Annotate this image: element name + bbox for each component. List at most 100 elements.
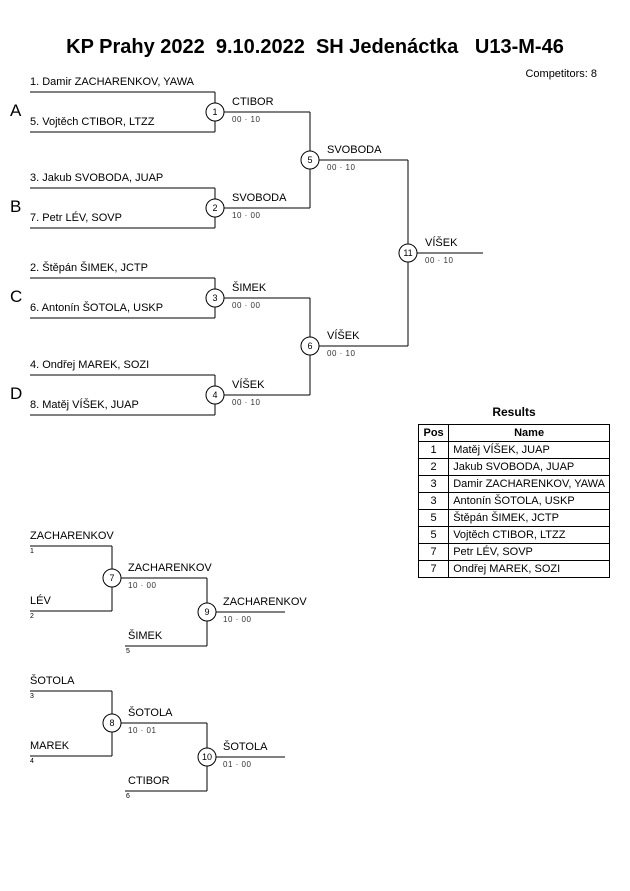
pos-cell: 2 xyxy=(417,458,450,476)
player-name: 5. Vojtěch CTIBOR, LTZZ xyxy=(30,116,155,128)
match-circle xyxy=(300,336,320,356)
pos-cell: 3 xyxy=(417,492,450,510)
match-score: 01 · 00 xyxy=(223,760,252,769)
match-circle xyxy=(205,385,225,405)
results-header-pos: Pos xyxy=(417,424,450,442)
match-number: 9 xyxy=(204,607,210,617)
player-name: 2. Štěpán ŠIMEK, JCTP xyxy=(30,262,148,274)
table-row: 5 Vojtěch CTIBOR, LTZZ xyxy=(417,526,610,544)
pos-cell: 7 xyxy=(417,543,450,561)
name-cell: Jakub SVOBODA, JUAP xyxy=(448,458,610,476)
match-number: 8 xyxy=(109,718,115,728)
winner-name: ŠIMEK xyxy=(232,282,267,294)
seed-number: 5 xyxy=(126,648,130,655)
seed-number: 2 xyxy=(30,613,34,620)
group-label-c: C xyxy=(10,287,23,306)
match-circle xyxy=(205,198,225,218)
match-score: 00 · 10 xyxy=(327,163,356,172)
match-score: 10 · 00 xyxy=(128,581,157,590)
match-number: 2 xyxy=(212,203,218,213)
winner-name: VÍŠEK xyxy=(232,379,265,391)
pos-cell: 7 xyxy=(417,560,450,578)
player-name: 3. Jakub SVOBODA, JUAP xyxy=(30,172,164,184)
page-title: KP Prahy 2022 9.10.2022 SH Jedenáctka U1… xyxy=(66,36,564,58)
winner-name: SVOBODA xyxy=(232,192,287,204)
match-score: 00 · 00 xyxy=(232,301,261,310)
match-number: 1 xyxy=(212,107,218,117)
match-circle xyxy=(205,288,225,308)
match-circle xyxy=(300,150,320,170)
seed-number: 6 xyxy=(126,793,130,800)
name-cell: Štěpán ŠIMEK, JCTP xyxy=(448,509,610,527)
winner-name: ZACHARENKOV xyxy=(223,596,307,608)
match-score: 00 · 10 xyxy=(327,349,356,358)
pos-cell: 3 xyxy=(417,475,450,493)
player-name: 1. Damir ZACHARENKOV, YAWA xyxy=(30,76,195,88)
name-cell: Antonín ŠOTOLA, USKP xyxy=(448,492,610,510)
match-number: 10 xyxy=(201,752,212,762)
player-name: LÉV xyxy=(30,595,51,607)
match-score: 10 · 00 xyxy=(223,615,252,624)
name-cell: Matěj VÍŠEK, JUAP xyxy=(448,441,610,459)
pos-cell: 5 xyxy=(417,526,450,544)
pos-cell: 5 xyxy=(417,509,450,527)
player-name: CTIBOR xyxy=(128,775,170,787)
match-score: 10 · 01 xyxy=(128,726,157,735)
player-name: ZACHARENKOV xyxy=(30,530,114,542)
group-label-d: D xyxy=(10,384,23,403)
match-number: 5 xyxy=(307,155,313,165)
table-row: 3 Damir ZACHARENKOV, YAWA xyxy=(417,475,610,493)
match-circle xyxy=(197,747,217,767)
seed-number: 1 xyxy=(30,548,34,555)
player-name: 6. Antonín ŠOTOLA, USKP xyxy=(30,302,164,314)
seed-number: 3 xyxy=(30,693,34,700)
match-number: 7 xyxy=(109,573,115,583)
table-row: 7 Petr LÉV, SOVP xyxy=(417,543,610,561)
table-row: 7 Ondřej MAREK, SOZI xyxy=(417,560,610,578)
player-name: ŠIMEK xyxy=(128,630,163,642)
name-cell: Vojtěch CTIBOR, LTZZ xyxy=(448,526,610,544)
winner-name: CTIBOR xyxy=(232,96,274,108)
winner-name: ŠOTOLA xyxy=(128,707,173,719)
match-circle xyxy=(197,602,217,622)
winner-name: ZACHARENKOV xyxy=(128,562,212,574)
name-cell: Damir ZACHARENKOV, YAWA xyxy=(448,475,610,493)
competitors-count: Competitors: 8 xyxy=(525,68,597,80)
player-name: MAREK xyxy=(30,740,70,752)
results-title: Results xyxy=(492,405,536,419)
player-name: 8. Matěj VÍŠEK, JUAP xyxy=(30,399,139,411)
seed-number: 4 xyxy=(30,758,34,765)
player-name: 4. Ondřej MAREK, SOZI xyxy=(30,359,150,371)
match-score: 10 · 00 xyxy=(232,211,261,220)
table-row: 1 Matěj VÍŠEK, JUAP xyxy=(417,441,610,459)
match-score: 00 · 10 xyxy=(232,398,261,407)
winner-name: SVOBODA xyxy=(327,144,382,156)
results-header-row: Pos Name xyxy=(417,424,610,442)
match-circle xyxy=(102,568,122,588)
winner-name: VÍŠEK xyxy=(425,237,458,249)
results-table: Pos Name 1 Matěj VÍŠEK, JUAP 2 Jakub SVO… xyxy=(417,424,610,578)
match-score: 00 · 10 xyxy=(425,256,454,265)
match-number: 6 xyxy=(307,341,313,351)
results-header-name: Name xyxy=(448,424,610,442)
match-score: 00 · 10 xyxy=(232,115,261,124)
name-cell: Ondřej MAREK, SOZI xyxy=(448,560,610,578)
player-name: 7. Petr LÉV, SOVP xyxy=(30,212,122,224)
table-row: 5 Štěpán ŠIMEK, JCTP xyxy=(417,509,610,527)
match-circle xyxy=(102,713,122,733)
player-name: ŠOTOLA xyxy=(30,675,75,687)
winner-name: ŠOTOLA xyxy=(223,741,268,753)
pos-cell: 1 xyxy=(417,441,450,459)
winner-name: VÍŠEK xyxy=(327,330,360,342)
table-row: 2 Jakub SVOBODA, JUAP xyxy=(417,458,610,476)
match-number: 4 xyxy=(212,390,218,400)
match-number: 3 xyxy=(212,293,218,303)
group-label-b: B xyxy=(10,197,22,216)
group-label-a: A xyxy=(10,101,22,120)
match-circle xyxy=(398,243,418,263)
table-row: 3 Antonín ŠOTOLA, USKP xyxy=(417,492,610,510)
match-number: 11 xyxy=(403,248,413,258)
match-circle xyxy=(205,102,225,122)
